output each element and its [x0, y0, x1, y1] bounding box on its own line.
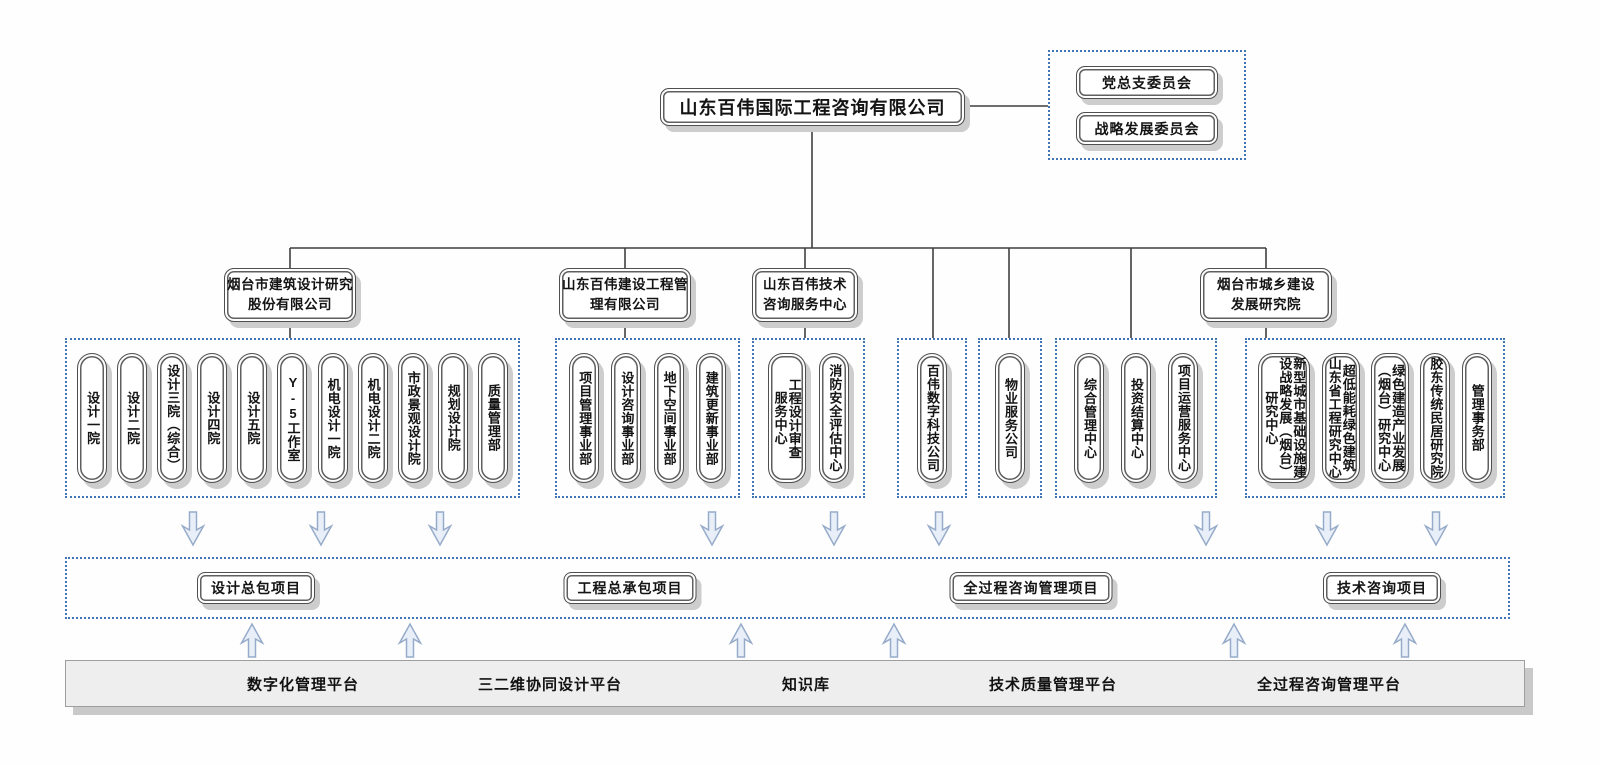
up-arrow-icon [1222, 623, 1246, 658]
platform-bar: 数字化管理平台 三二维协同设计平台 知识库 技术质量管理平台 全过程咨询管理平台 [65, 660, 1525, 707]
dept-box: 建筑更新事业部 [695, 353, 726, 483]
dept-box: 管理事务部 [1461, 353, 1492, 483]
dept-box: Y-5工作室 [277, 353, 308, 483]
up-arrow-icon [398, 623, 422, 658]
project-box: 工程总承包项目 [563, 572, 697, 604]
down-arrow-icon [927, 511, 951, 546]
dept-box: 设计一院 [77, 353, 108, 483]
division-box-construction-management: 山东百伟建设工程管 理有限公司 [559, 268, 691, 322]
dept-box: 设计咨询事业部 [611, 353, 642, 483]
dept-box: 机电设计一院 [317, 353, 348, 483]
dept-box: 设计三院（综合） [157, 353, 188, 483]
dept-group: 综合管理中心 投资结算中心 项目运营服务中心 [1055, 338, 1217, 498]
up-arrow-icon [240, 623, 264, 658]
dept-box: 新型城市基础设施建 设战略发展（烟台） 研究中心 [1258, 353, 1311, 483]
dept-box: 物业服务公司 [995, 353, 1025, 483]
down-arrow-icon [700, 511, 724, 546]
down-arrow-icon [1315, 511, 1339, 546]
project-box: 设计总包项目 [197, 572, 315, 604]
dept-box: 设计四院 [197, 353, 228, 483]
platform-label: 全过程咨询管理平台 [1256, 676, 1402, 693]
platform-label: 知识库 [781, 676, 831, 693]
down-arrow-icon [181, 511, 205, 546]
dept-box: 投资结算中心 [1121, 353, 1151, 483]
company-root-box: 山东百伟国际工程咨询有限公司 [660, 88, 965, 126]
dept-group: 设计一院 设计二院 设计三院（综合） 设计四院 设计五院 Y-5工作室 机电设计… [65, 338, 520, 498]
up-arrow-icon [1393, 623, 1417, 658]
dept-box: 超低能耗绿色建筑 山东省工程研究中心 [1321, 353, 1360, 483]
committee-box: 战略发展委员会 [1076, 112, 1218, 145]
dept-group: 新型城市基础设施建 设战略发展（烟台） 研究中心 超低能耗绿色建筑 山东省工程研… [1245, 338, 1505, 498]
dept-group: 工程设计审查 服务中心 消防安全评估中心 [752, 338, 865, 498]
dept-box: 绿色建造产业发展 （烟台）研究中心 [1371, 353, 1410, 483]
division-box-design-institute: 烟台市建筑设计研究 股份有限公司 [224, 268, 356, 322]
up-arrow-icon [882, 623, 906, 658]
projects-band [65, 557, 1510, 619]
committee-group [1048, 50, 1246, 160]
dept-box: 百伟数字科技公司 [917, 353, 947, 483]
dept-box: 胶东传统民居研究院 [1420, 353, 1451, 483]
dept-box: 项目管理事业部 [569, 353, 600, 483]
down-arrow-icon [1424, 511, 1448, 546]
dept-box: 质量管理部 [477, 353, 508, 483]
dept-box: 项目运营服务中心 [1168, 353, 1198, 483]
down-arrow-icon [309, 511, 333, 546]
dept-box: 市政景观设计院 [397, 353, 428, 483]
up-arrow-icon [729, 623, 753, 658]
dept-box: 设计五院 [237, 353, 268, 483]
dept-group: 物业服务公司 [978, 338, 1042, 498]
dept-box: 综合管理中心 [1074, 353, 1104, 483]
platform-label: 技术质量管理平台 [988, 676, 1118, 693]
committee-box: 党总支委员会 [1076, 66, 1218, 99]
division-box-urban-rural-research: 烟台市城乡建设 发展研究院 [1200, 268, 1332, 322]
dept-box: 工程设计审查 服务中心 [767, 353, 806, 483]
dept-box: 地下空间事业部 [653, 353, 684, 483]
project-box: 技术咨询项目 [1323, 572, 1441, 604]
platform-label: 三二维协同设计平台 [477, 676, 623, 693]
down-arrow-icon [1194, 511, 1218, 546]
dept-box: 设计二院 [117, 353, 148, 483]
down-arrow-icon [428, 511, 452, 546]
dept-group: 百伟数字科技公司 [897, 338, 967, 498]
dept-box: 消防安全评估中心 [819, 353, 850, 483]
platform-label: 数字化管理平台 [246, 676, 360, 693]
division-box-technical-consulting: 山东百伟技术 咨询服务中心 [752, 268, 858, 322]
dept-box: 规划设计院 [437, 353, 468, 483]
down-arrow-icon [822, 511, 846, 546]
dept-group: 项目管理事业部 设计咨询事业部 地下空间事业部 建筑更新事业部 [555, 338, 740, 498]
project-box: 全过程咨询管理项目 [949, 572, 1113, 604]
dept-box: 机电设计二院 [357, 353, 388, 483]
